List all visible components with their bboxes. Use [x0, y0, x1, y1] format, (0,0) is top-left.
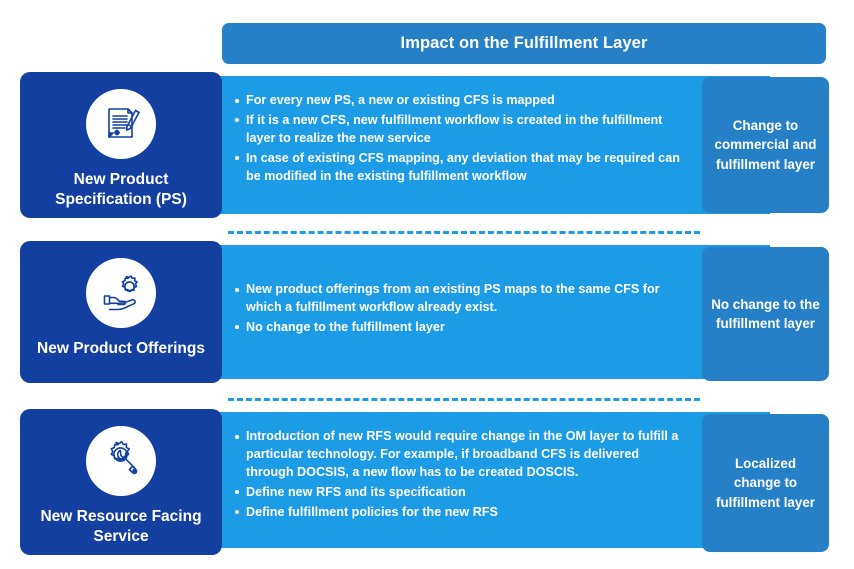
document-pen-icon [86, 89, 156, 159]
content-band [210, 245, 770, 379]
hand-gear-icon [86, 258, 156, 328]
outcome-text: Change to commercial and fulfillment lay… [714, 118, 817, 172]
category-title: New Product Offerings [37, 340, 205, 357]
category-card-new-product-specification[interactable]: New Product Specification (PS) [20, 72, 222, 218]
category-card-new-product-offerings[interactable]: New Product Offerings [20, 241, 222, 383]
bullet-item: New product offerings from an existing P… [234, 281, 674, 317]
outcome-text: Localized change to fulfillment layer [716, 456, 815, 510]
row-divider [228, 398, 700, 401]
bullet-list: For every new PS, a new or existing CFS … [234, 92, 692, 187]
header-title: Impact on the Fulfillment Layer [400, 34, 648, 52]
row-divider [228, 231, 700, 234]
outcome-panel: Change to commercial and fulfillment lay… [702, 77, 829, 213]
outcome-panel: Localized change to fulfillment layer [702, 414, 829, 552]
category-title: New Resource Facing Service [40, 508, 202, 545]
bullet-list: Introduction of new RFS would require ch… [234, 428, 686, 523]
content-band [210, 76, 770, 214]
outcome-panel: No change to the fulfillment layer [702, 247, 829, 381]
category-title: New Product Specification (PS) [55, 171, 187, 208]
bullet-item: For every new PS, a new or existing CFS … [234, 92, 692, 110]
gear-wrench-icon [86, 426, 156, 496]
bullet-item: Define new RFS and its specification [234, 484, 686, 502]
bullet-item: Introduction of new RFS would require ch… [234, 428, 686, 482]
category-card-new-resource-facing-service[interactable]: New Resource Facing Service [20, 409, 222, 555]
header-banner: Impact on the Fulfillment Layer [222, 23, 826, 64]
outcome-text: No change to the fulfillment layer [711, 296, 820, 331]
bullet-item: In case of existing CFS mapping, any dev… [234, 150, 692, 186]
bullet-item: Define fulfillment policies for the new … [234, 504, 686, 522]
bullet-item: No change to the fulfillment layer [234, 319, 674, 337]
bullet-item: If it is a new CFS, new fulfillment work… [234, 112, 692, 148]
content-band [210, 412, 770, 548]
bullet-list: New product offerings from an existing P… [234, 281, 674, 339]
